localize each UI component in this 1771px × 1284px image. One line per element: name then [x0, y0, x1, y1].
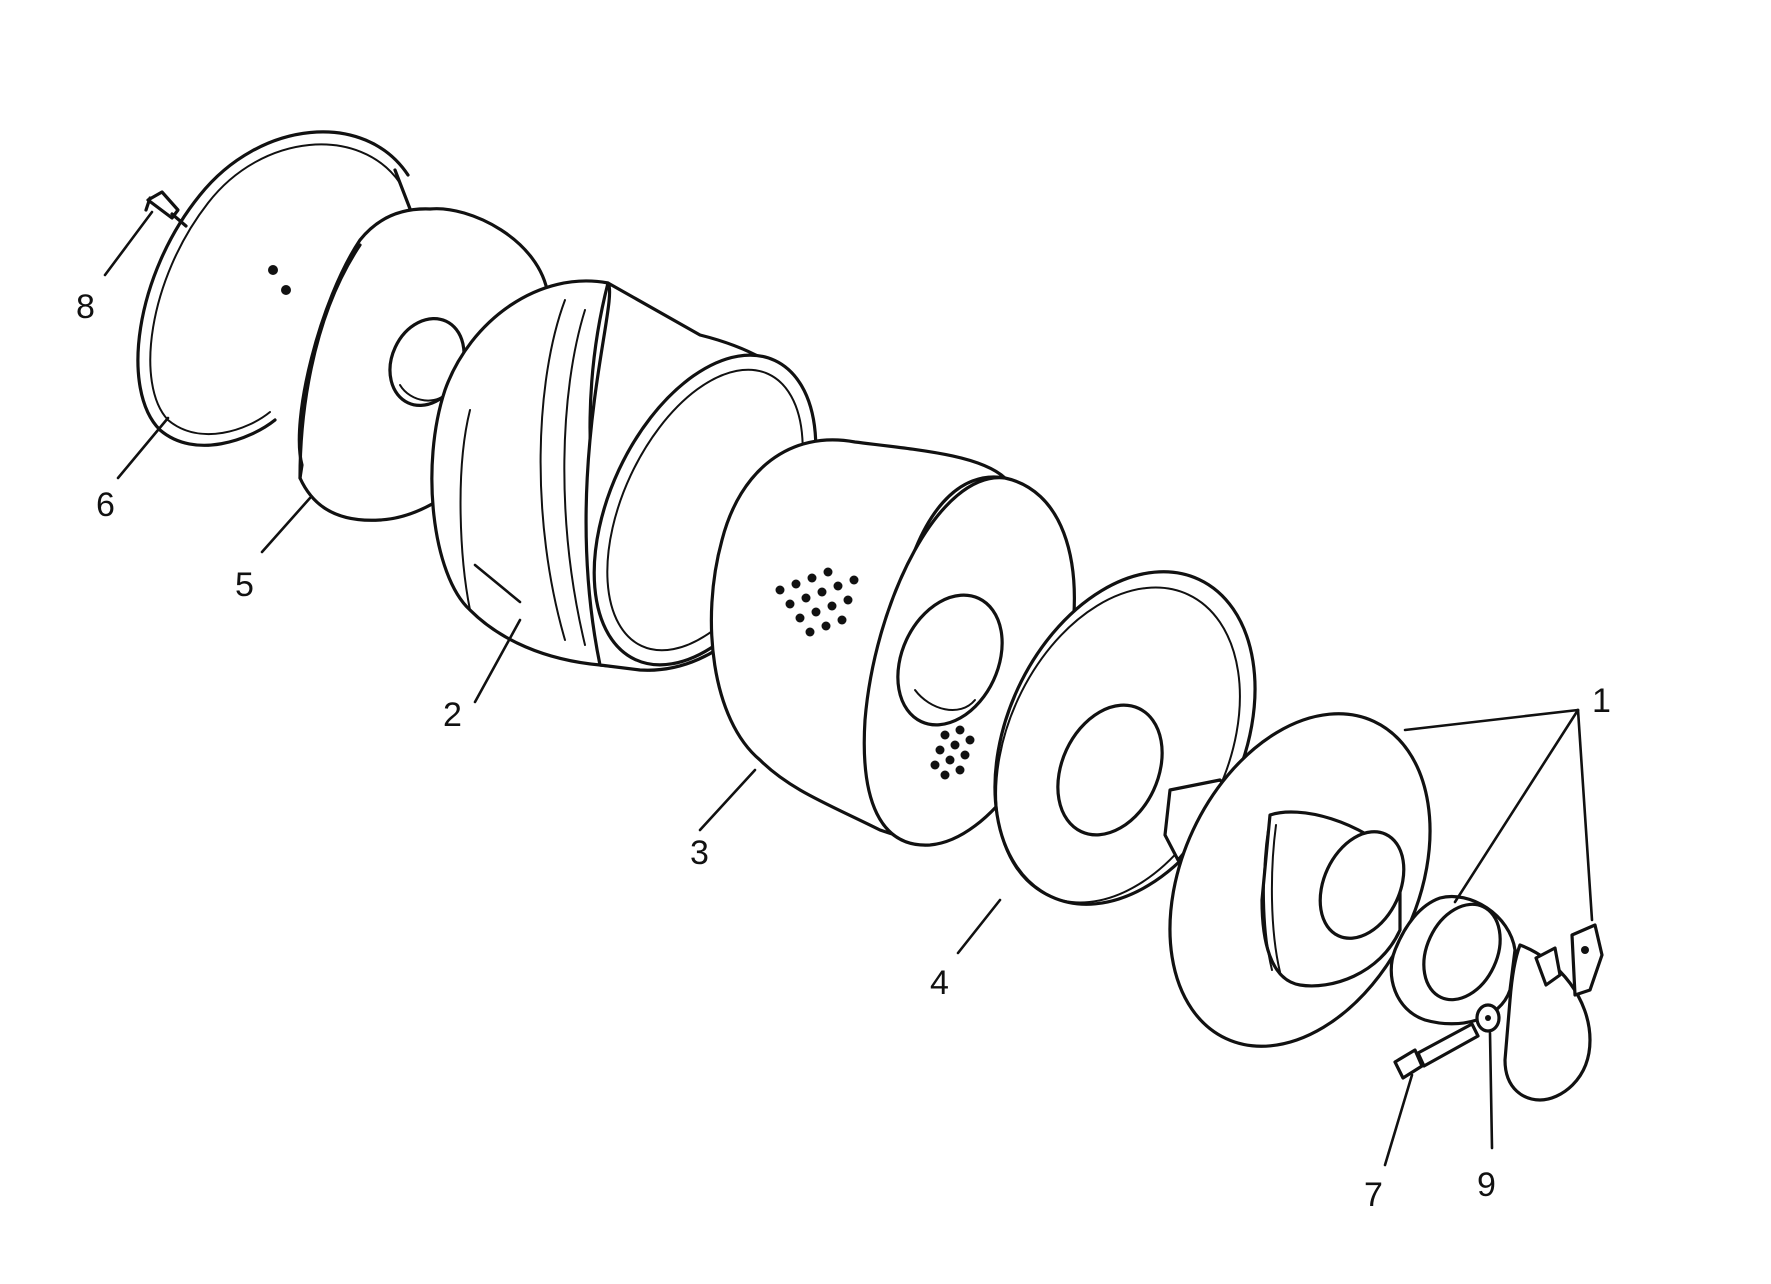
- clamp-band: [1389, 895, 1517, 1026]
- retaining-ring: [136, 130, 414, 447]
- leader-lines: [103, 210, 1594, 1167]
- callout-7: 7: [1364, 1176, 1383, 1214]
- callout-6: 6: [96, 486, 115, 524]
- wing-screw: [144, 190, 188, 228]
- nut: [1475, 1003, 1501, 1033]
- housing-assembly: [1163, 712, 1432, 1048]
- callout-8: 8: [76, 288, 95, 326]
- callout-1: 1: [1592, 682, 1611, 720]
- callout-5: 5: [235, 566, 254, 604]
- callout-9: 9: [1477, 1166, 1496, 1204]
- bolt: [1393, 1022, 1480, 1080]
- perforation-pattern-lower: [930, 725, 975, 780]
- callout-2: 2: [443, 696, 462, 734]
- clamp: [1503, 923, 1604, 1102]
- callout-labels: 1 2 3 4 5 6 7 8 9: [76, 288, 1611, 1214]
- callout-4: 4: [930, 964, 949, 1002]
- perforation-pattern-upper: [775, 567, 859, 637]
- callout-3: 3: [690, 834, 709, 872]
